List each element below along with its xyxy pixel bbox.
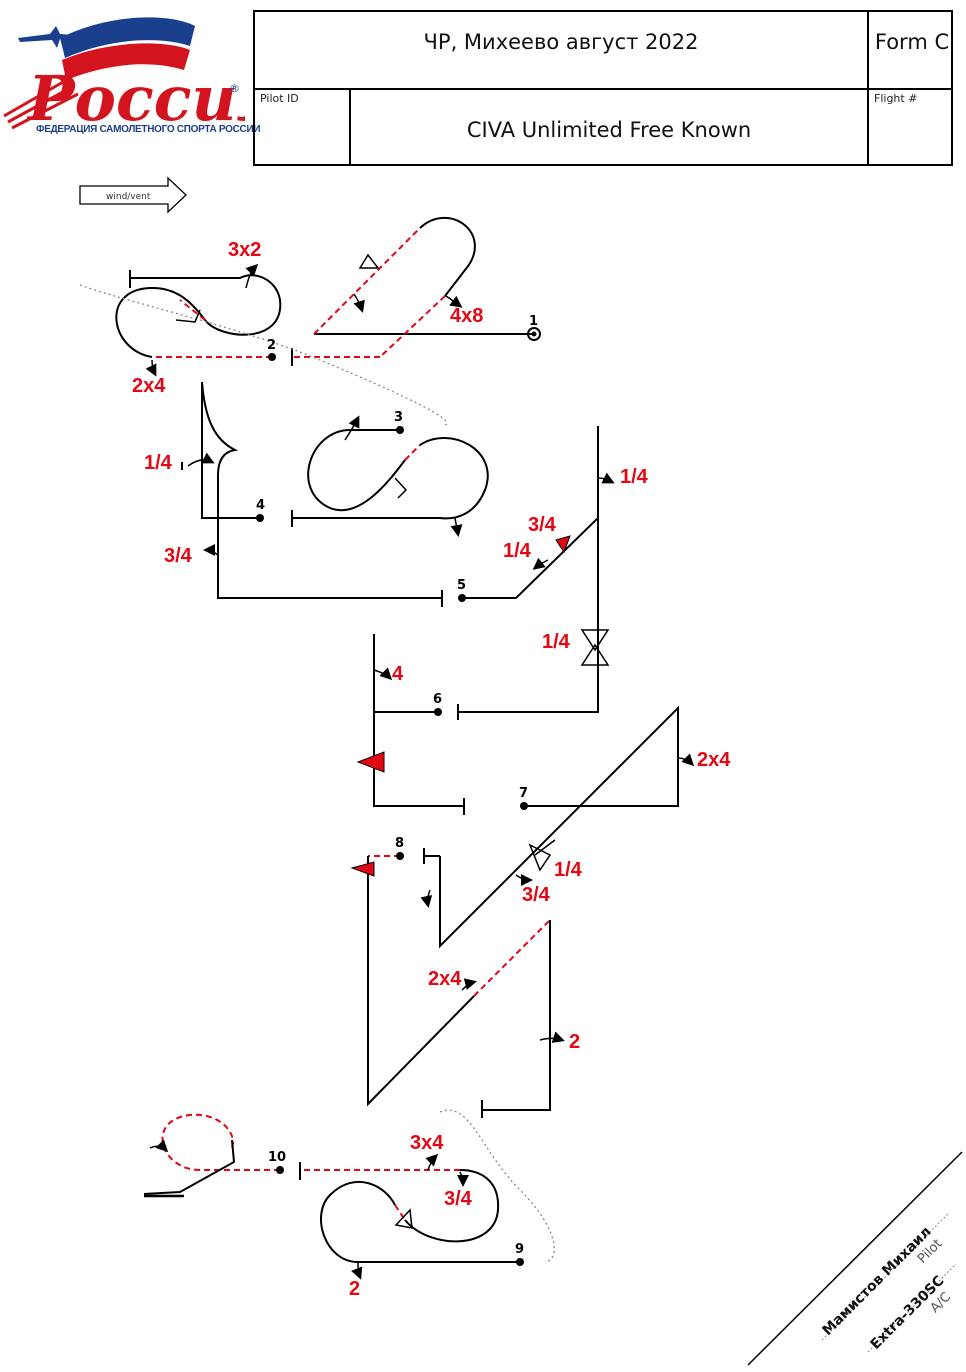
figure-number: 4 (256, 498, 265, 513)
roll-label: 4x8 (450, 305, 483, 327)
roll-label: 1/4 (554, 859, 583, 881)
pilot-name: Мамистов Михаил (820, 1224, 935, 1339)
roll-label: 1/4 (542, 631, 571, 653)
logo-speed-lines (3, 76, 79, 130)
figure-markers (256, 327, 541, 1266)
figure-number: 2 (267, 338, 276, 353)
figure-5 (457, 426, 615, 720)
figure-5-dot (458, 594, 466, 602)
figure-2-dot (268, 353, 276, 361)
roll-label: 2 (349, 1278, 360, 1300)
wind-arrow: wind/vent (79, 176, 187, 214)
figure-3 (291, 415, 489, 537)
snap-markers (350, 535, 571, 877)
figure-6-dot (434, 708, 442, 716)
figure-10-dot (276, 1166, 284, 1174)
header-table: ЧР, Михеево август 2022 Form C Pilot ID … (253, 10, 953, 166)
figure-4 (181, 381, 443, 607)
form-label: Form C (874, 30, 950, 54)
figure-number: 3 (394, 410, 403, 425)
roll-label: 3x2 (228, 239, 261, 261)
pilot-id-divider (349, 88, 351, 164)
pilot-id-label: Pilot ID (260, 92, 299, 105)
roll-label: 1/4 (144, 452, 173, 474)
airplane-icon (18, 26, 72, 48)
sequence-title: CIVA Unlimited Free Known (466, 118, 752, 142)
pilot-signature-block: Мамистов Михаил Pilot Extra-330SC A/C (747, 1151, 963, 1366)
roll-label: 3/4 (528, 514, 557, 536)
figure-3-dot (396, 426, 404, 434)
header-column-divider (867, 12, 869, 164)
roll-label: 3/4 (444, 1188, 473, 1210)
event-title: ЧР, Михеево август 2022 (423, 30, 699, 54)
logo-red-stripe (62, 43, 190, 80)
wind-label: wind/vent (106, 192, 151, 202)
logo-graphic: Россия ® (3, 17, 286, 135)
roll-label: 2 (569, 1031, 580, 1053)
roll-label: 1/4 (620, 466, 649, 488)
figure-9-dot (516, 1258, 524, 1266)
figure-1 (291, 216, 534, 366)
figure-number: 6 (433, 692, 442, 707)
roll-label: 3x4 (410, 1132, 444, 1154)
figure-number: 9 (515, 1242, 524, 1257)
figure-number: 10 (268, 1150, 286, 1165)
roll-label: 4 (392, 663, 404, 685)
figure-9 (299, 1153, 520, 1280)
figure-number: 7 (519, 786, 528, 801)
figure-6 (373, 634, 465, 815)
figure-7-dot (520, 802, 528, 810)
figure-8 (367, 855, 565, 1263)
figure-2 (79, 263, 448, 426)
flight-number-label: Flight # (874, 92, 918, 105)
figure-10 (143, 1113, 280, 1198)
sequence-start-marker (527, 327, 541, 341)
figure-number: 5 (457, 578, 466, 593)
figure-4-dot (256, 514, 264, 522)
figure-number: 1 (529, 314, 538, 329)
roll-label: 3/4 (164, 545, 193, 567)
logo-blue-stripe (60, 17, 195, 58)
figure-number: 8 (395, 836, 404, 851)
logo-caption: ФЕДЕРАЦИЯ САМОЛЕТНОГО СПОРТА РОССИИ (36, 124, 261, 135)
logo: Россия ® (0, 8, 286, 158)
figure-7 (420, 705, 695, 949)
figure-8-dot (396, 852, 404, 860)
roll-label: 2x4 (428, 968, 462, 990)
roll-label: 2x4 (697, 749, 731, 771)
roll-label: 3/4 (522, 884, 551, 906)
roll-label: 1/4 (503, 540, 532, 562)
logo-wordmark: Россия (26, 62, 245, 135)
sequence-start-dot (531, 331, 537, 337)
registered-mark: ® (229, 82, 240, 95)
roll-label: 2x4 (132, 375, 166, 397)
header-divider (255, 88, 951, 90)
